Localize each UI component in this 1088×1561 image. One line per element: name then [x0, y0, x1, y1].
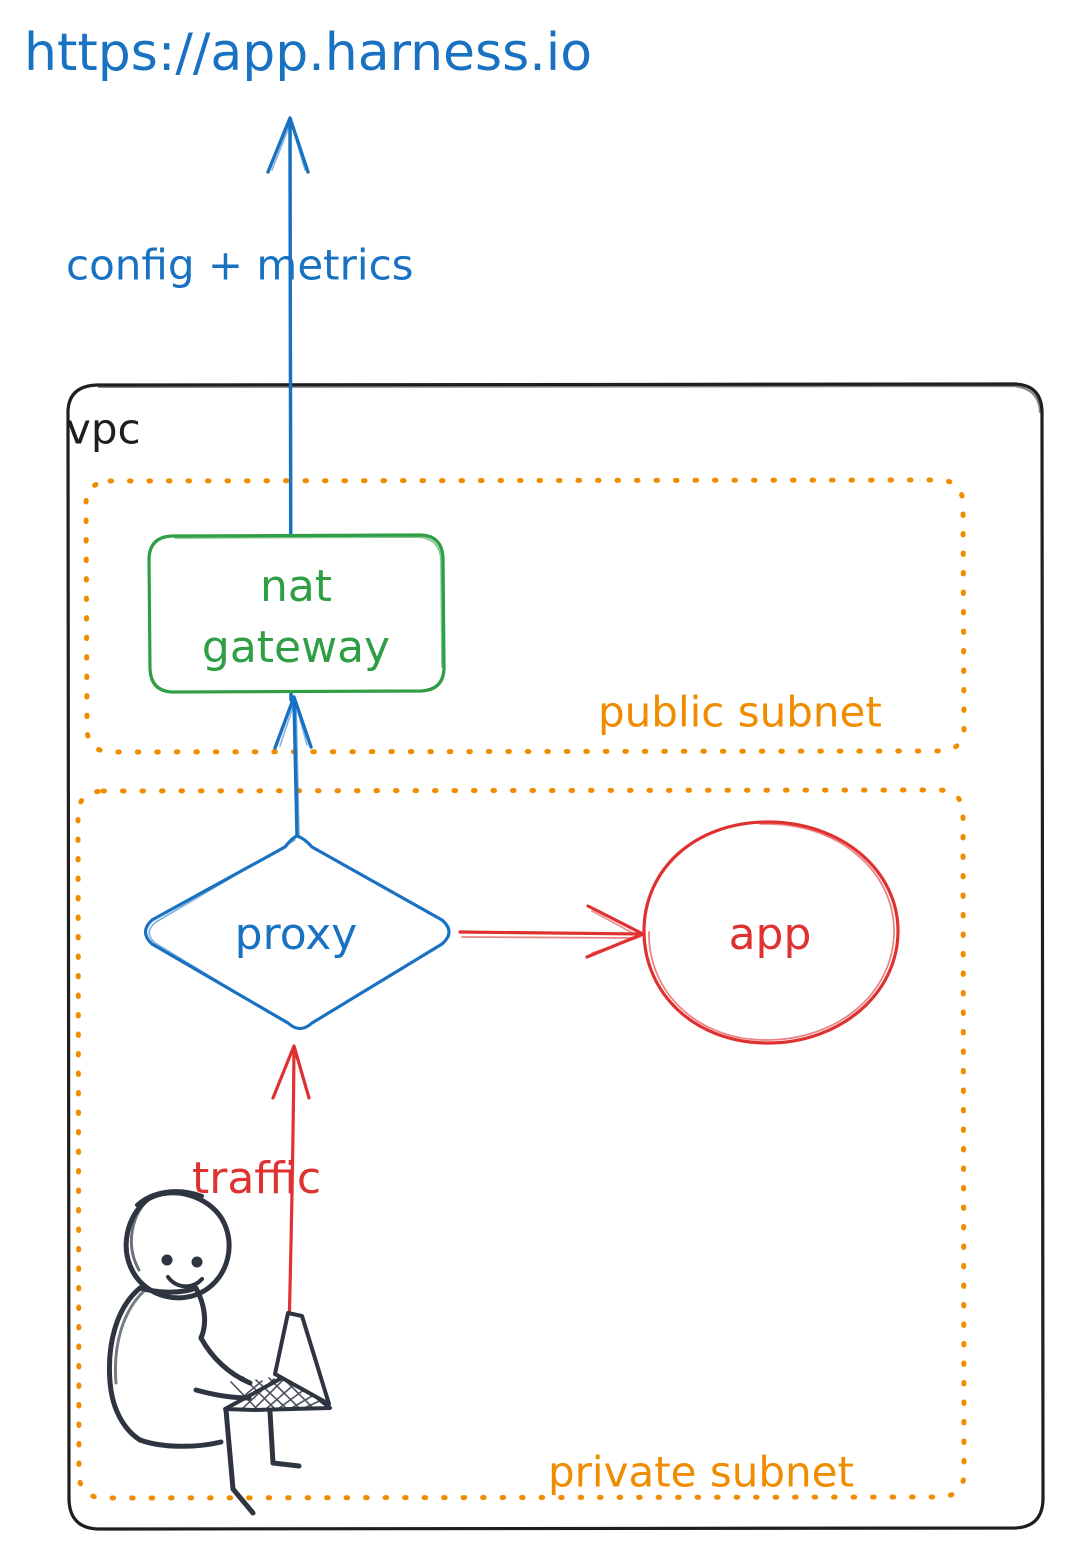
private-subnet-container[interactable]: private subnet	[75, 787, 967, 1501]
nat-gateway-label-line1: nat	[260, 561, 332, 612]
user-eye-right	[191, 1256, 203, 1268]
app-ellipse	[642, 820, 900, 1045]
proxy-label: proxy	[235, 909, 358, 960]
edge-proxy-to-nat-arrowhead-overlay	[279, 698, 308, 747]
laptop-screen	[273, 1311, 331, 1406]
edge-nat-to-url-arrowhead	[266, 116, 310, 174]
app-label: app	[729, 909, 812, 960]
user-arm	[198, 1335, 253, 1386]
public-subnet-label: public subnet	[598, 688, 882, 737]
vpc-container[interactable]: vpc	[66, 382, 1045, 1531]
vpc-border	[66, 382, 1045, 1531]
nat-gateway-box-overlay	[174, 536, 443, 668]
proxy-diamond-overlay	[148, 839, 296, 1027]
user-shoulder	[137, 1285, 208, 1341]
user-head	[123, 1190, 232, 1301]
vpc-border-sketch-overlay	[97, 384, 1042, 414]
edge-proxy-to-nat-line	[292, 698, 299, 840]
edge-proxy-to-nat-arrowhead	[273, 695, 313, 750]
private-subnet-label: private subnet	[548, 1448, 854, 1497]
edge-user-to-proxy-line	[287, 1048, 296, 1332]
user-head-overlay	[129, 1194, 154, 1272]
public-subnet-border	[83, 477, 967, 755]
config-metrics-label: config + metrics	[66, 241, 414, 290]
vpc-label: vpc	[66, 405, 141, 454]
nat-gateway-box	[147, 533, 446, 694]
harness-url-label[interactable]: https://app.harness.io	[24, 23, 592, 83]
app-node[interactable]: app	[642, 820, 900, 1045]
app-ellipse-overlay	[648, 823, 895, 1041]
edge-proxy-to-app-line-overlay	[461, 936, 637, 939]
edge-user-to-proxy[interactable]	[271, 1044, 311, 1332]
edge-nat-to-url-arrowhead-overlay	[271, 119, 306, 171]
edge-user-to-proxy-arrowhead	[271, 1044, 311, 1100]
user-back	[106, 1285, 143, 1443]
edge-proxy-to-nat[interactable]	[273, 695, 313, 840]
user-smile	[166, 1275, 204, 1289]
user-back-overlay	[113, 1288, 147, 1385]
edge-proxy-to-nat-line-overlay	[295, 701, 300, 837]
user-hair	[135, 1189, 204, 1207]
edge-proxy-to-app[interactable]	[458, 904, 645, 959]
edge-proxy-to-app-arrowhead-overlay	[591, 910, 643, 954]
nat-gateway-node[interactable]: nat gateway	[147, 533, 446, 694]
user-eye-left	[161, 1254, 173, 1266]
user-leg-back	[267, 1409, 302, 1469]
user-with-laptop-figure[interactable]	[106, 1188, 332, 1516]
edge-proxy-to-app-line	[458, 930, 642, 936]
user-leg-front	[223, 1407, 256, 1516]
traffic-label: traffic	[192, 1153, 321, 1204]
user-lap	[193, 1387, 252, 1401]
proxy-node[interactable]: proxy	[143, 834, 451, 1031]
public-subnet-container[interactable]: public subnet	[83, 477, 967, 755]
private-subnet-border	[75, 787, 967, 1501]
nat-gateway-label-line2: gateway	[202, 622, 390, 673]
user-seat	[137, 1437, 224, 1449]
